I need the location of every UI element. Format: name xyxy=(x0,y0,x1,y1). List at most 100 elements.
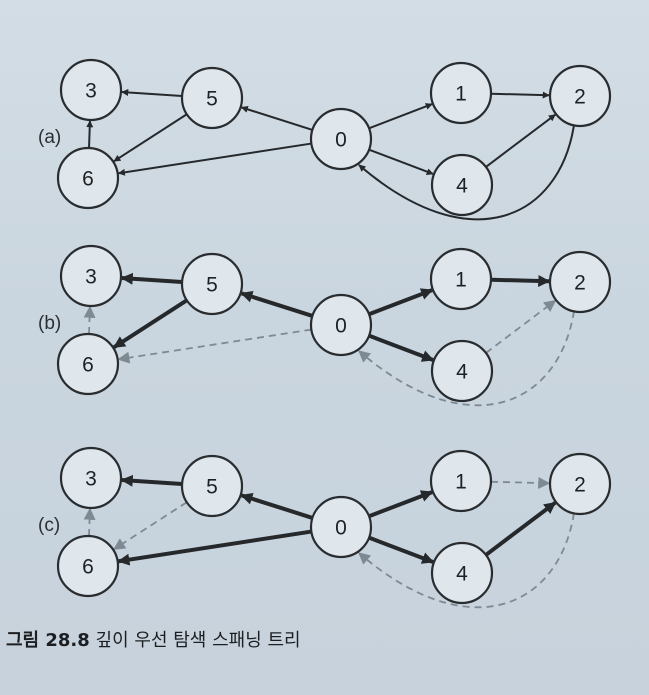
node-label: 4 xyxy=(456,361,468,384)
edge-0-to-5-tree xyxy=(240,492,314,520)
edge-0-to-5-tree xyxy=(240,290,314,318)
edge-2-to-0-dashed xyxy=(358,310,575,407)
node-4: 4 xyxy=(430,541,494,605)
edge-6-to-3-dashed xyxy=(83,507,96,537)
edge-6-to-3-dashed xyxy=(83,305,96,335)
node-circle xyxy=(180,252,244,316)
node-label: 6 xyxy=(82,354,94,377)
node-circle xyxy=(180,454,244,518)
node-circle xyxy=(430,153,494,217)
node-circle xyxy=(309,107,373,171)
edge-0-to-1-tree xyxy=(368,490,434,519)
edge-1-to-2-normal xyxy=(490,91,550,99)
node-1: 1 xyxy=(429,449,493,513)
edge-0-to-6-dashed xyxy=(117,328,312,364)
node-2: 2 xyxy=(548,452,612,516)
edge-5-to-6-normal xyxy=(113,113,188,163)
node-6: 6 xyxy=(56,146,120,210)
edge-5-to-3-normal xyxy=(121,88,183,98)
edge-5-to-6-dashed xyxy=(113,501,188,550)
node-3: 3 xyxy=(59,446,123,510)
panel-label: (b) xyxy=(38,313,61,334)
edge-4-to-2-tree xyxy=(484,501,557,557)
edge-5-to-3-tree xyxy=(120,272,183,285)
node-label: 3 xyxy=(85,266,97,289)
node-label: 6 xyxy=(82,168,94,191)
node-1: 1 xyxy=(429,61,493,125)
node-circle xyxy=(548,250,612,314)
node-circle xyxy=(309,293,373,357)
panel-c: (c) 0 1 2 3 4 5 6 xyxy=(38,446,612,609)
node-3: 3 xyxy=(59,58,123,122)
node-label: 0 xyxy=(335,129,347,152)
node-circle xyxy=(56,146,120,210)
node-label: 3 xyxy=(85,468,97,491)
node-label: 6 xyxy=(82,556,94,579)
node-label: 1 xyxy=(455,83,467,106)
edge-2-to-0-normal xyxy=(358,124,575,221)
node-circle xyxy=(548,64,612,128)
node-circle xyxy=(180,66,244,130)
node-circle xyxy=(429,449,493,513)
node-5: 5 xyxy=(180,454,244,518)
node-3: 3 xyxy=(59,244,123,308)
edge-0-to-5-normal xyxy=(240,105,313,131)
edge-4-to-2-normal xyxy=(485,113,556,168)
edge-0-to-4-tree xyxy=(368,535,435,564)
panel-a: (a) 0 1 2 3 4 5 6 xyxy=(38,58,612,221)
node-label: 5 xyxy=(206,274,218,297)
figure-number: 그림 28.8 xyxy=(6,630,90,651)
figure-caption: 그림 28.8 깊이 우선 탐색 스패닝 트리 xyxy=(6,626,301,652)
node-2: 2 xyxy=(548,250,612,314)
panel-label: (c) xyxy=(38,515,60,536)
figure-title: 깊이 우선 탐색 스패닝 트리 xyxy=(95,630,301,651)
edge-5-to-6-tree xyxy=(112,298,188,349)
node-label: 1 xyxy=(455,269,467,292)
edge-1-to-2-dashed xyxy=(490,476,551,489)
node-circle xyxy=(59,446,123,510)
edge-6-to-3-normal xyxy=(86,120,94,149)
node-label: 2 xyxy=(574,474,586,497)
node-circle xyxy=(59,58,123,122)
node-4: 4 xyxy=(430,153,494,217)
edge-0-to-6-tree xyxy=(117,529,312,566)
edge-0-to-1-tree xyxy=(368,288,434,317)
node-6: 6 xyxy=(56,332,120,396)
node-label: 1 xyxy=(455,471,467,494)
node-label: 0 xyxy=(335,315,347,338)
node-0: 0 xyxy=(309,107,373,171)
node-1: 1 xyxy=(429,247,493,311)
node-circle xyxy=(59,244,123,308)
node-2: 2 xyxy=(548,64,612,128)
edge-5-to-3-tree xyxy=(120,474,183,487)
edge-0-to-1-normal xyxy=(368,103,433,130)
node-circle xyxy=(429,61,493,125)
node-circle xyxy=(309,495,373,559)
node-label: 4 xyxy=(456,563,468,586)
node-circle xyxy=(430,339,494,403)
node-label: 5 xyxy=(206,88,218,111)
node-circle xyxy=(56,534,120,598)
dfs-spanning-tree-diagram: (a) 0 1 2 3 4 5 6 (b) 0 1 2 3 4 5 6 (c) 0 1 2 3 4 5 6 xyxy=(38,58,612,609)
node-label: 5 xyxy=(206,476,218,499)
edge-4-to-2-dashed xyxy=(485,299,557,354)
node-6: 6 xyxy=(56,534,120,598)
node-0: 0 xyxy=(309,293,373,357)
panel-label: (a) xyxy=(38,127,61,148)
node-label: 2 xyxy=(574,86,586,109)
node-5: 5 xyxy=(180,252,244,316)
panel-b: (b) 0 1 2 3 4 5 6 xyxy=(38,244,612,407)
node-label: 0 xyxy=(335,517,347,540)
edge-0-to-4-tree xyxy=(368,333,435,362)
edge-0-to-4-normal xyxy=(368,148,434,176)
edge-1-to-2-tree xyxy=(490,274,551,287)
node-circle xyxy=(56,332,120,396)
node-label: 4 xyxy=(456,175,468,198)
edge-2-to-0-dashed xyxy=(358,512,575,609)
node-circle xyxy=(548,452,612,516)
node-circle xyxy=(429,247,493,311)
node-circle xyxy=(430,541,494,605)
node-5: 5 xyxy=(180,66,244,130)
node-label: 2 xyxy=(574,272,586,295)
